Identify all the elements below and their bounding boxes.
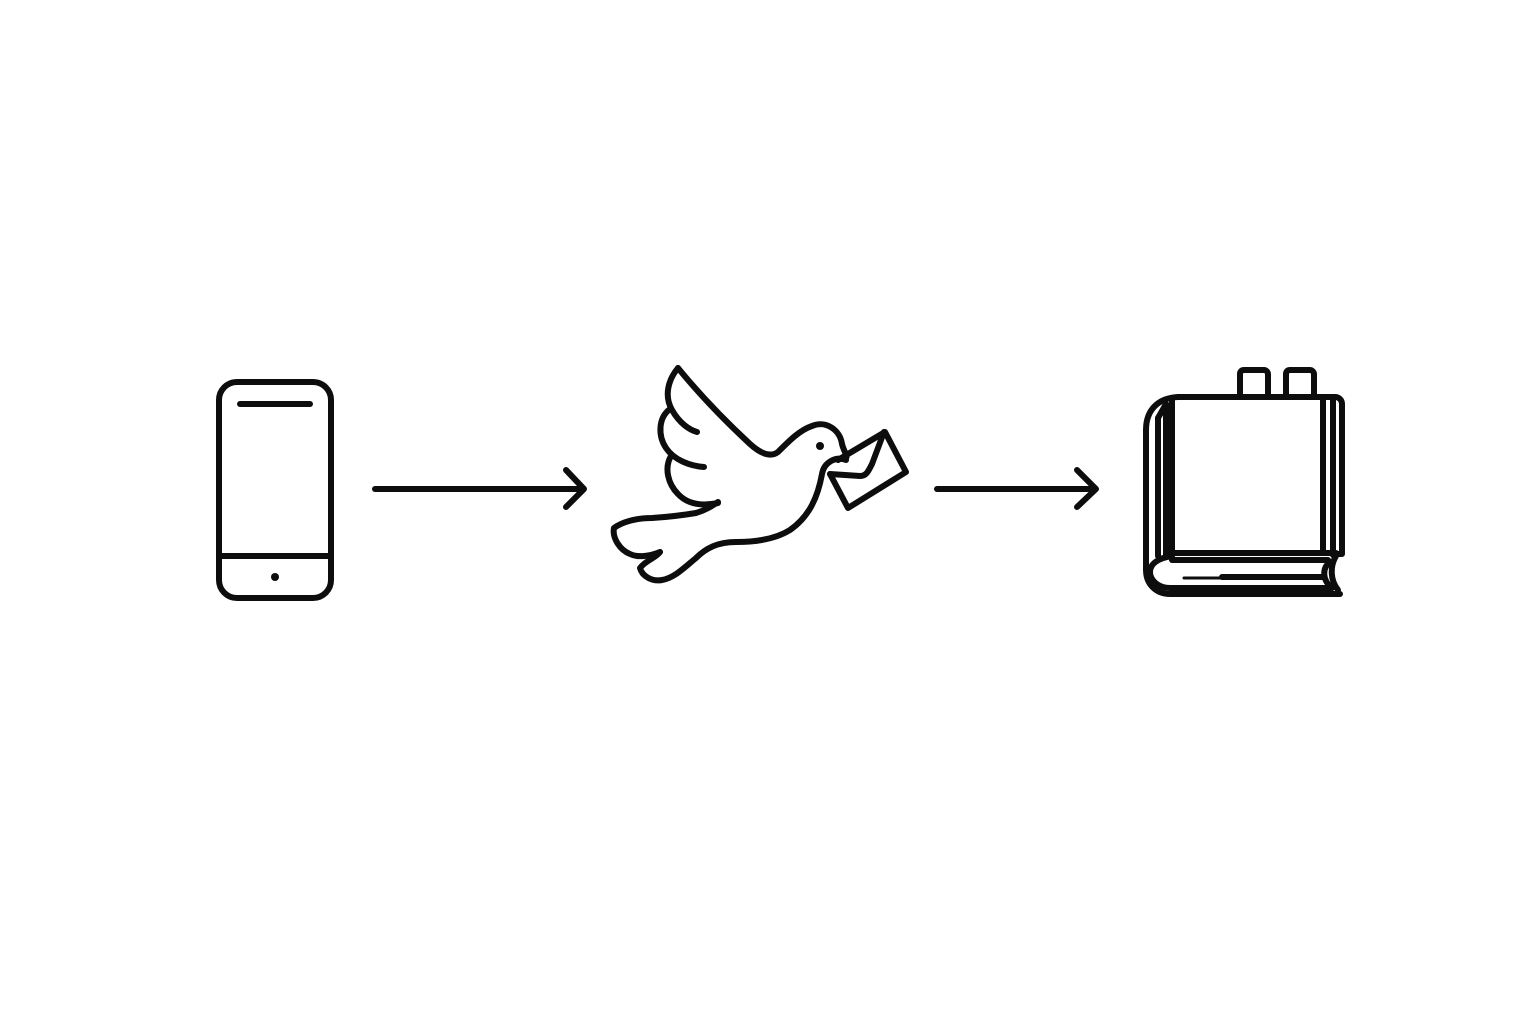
book-with-bookmarks-icon [1143, 367, 1345, 597]
dove-with-envelope-icon [610, 365, 909, 584]
smartphone-icon [216, 379, 334, 601]
arrow-right-icon [372, 467, 587, 510]
arrow-right-icon [934, 467, 1099, 510]
